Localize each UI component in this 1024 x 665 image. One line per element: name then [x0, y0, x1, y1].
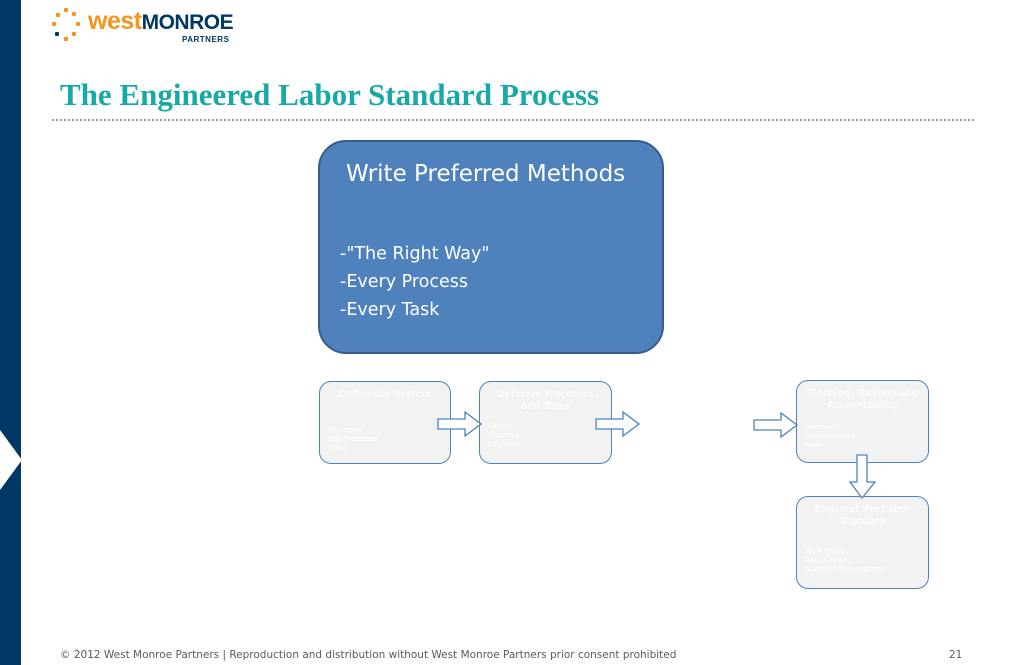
preferred-methods-box: Write Preferred Methods -"The Right Way"…	[318, 140, 664, 354]
bullet-every-process: -Every Process	[340, 272, 468, 292]
logo-dots-icon	[52, 8, 82, 42]
step-items: Processes Sub-Processes Tasks	[805, 423, 855, 450]
step-item: Safety	[488, 422, 511, 430]
step-item: Data Capture	[805, 556, 852, 564]
arrow-down-icon	[849, 454, 877, 500]
page-number: 21	[949, 649, 963, 661]
step-title: Engineer the Labor Standard	[814, 504, 911, 527]
step-item: Processes	[805, 423, 840, 431]
step-title: Define the System	[338, 389, 432, 400]
step-define-system: Define the System Processes Sub-Processe…	[319, 381, 451, 464]
step-item: Work Study	[805, 547, 846, 555]
arrow-right-icon	[595, 411, 641, 437]
step-optimize-processes: Optimize Processes and Tasks Safety Accu…	[479, 381, 612, 464]
step-item: Tasks	[805, 441, 824, 449]
left-sidebar-bar	[0, 0, 21, 665]
step-item: Processes	[328, 426, 363, 434]
step-items: Work Study Data Capture Standard Develop…	[805, 547, 886, 574]
slide-title: The Engineered Labor Standard Process	[60, 77, 600, 112]
step-item: Sub-Processes	[805, 432, 856, 440]
step-title: Optimize Processes and Tasks	[496, 389, 595, 412]
step-items: Processes Sub-Processes Tasks	[328, 426, 378, 453]
title-divider	[52, 119, 974, 121]
step-item: Efficiency	[488, 440, 522, 448]
sidebar-notch	[0, 430, 22, 490]
preferred-methods-bullets: -"The Right Way" -Every Process -Every T…	[340, 240, 489, 324]
step-title: Teaching, Training and Accountability	[806, 388, 919, 411]
west-monroe-logo: westMONROE PARTNERS	[52, 6, 252, 46]
logo-partners-text: PARTNERS	[182, 35, 230, 44]
step-item: Standard Development	[805, 565, 887, 573]
footer-copyright: © 2012 West Monroe Partners | Reproducti…	[60, 649, 677, 661]
arrow-right-icon	[437, 411, 483, 437]
logo-wordmark: westMONROE	[88, 7, 234, 35]
step-teaching-training: Teaching, Training and Accountability Pr…	[796, 380, 929, 463]
step-item: Tasks	[328, 444, 347, 452]
bullet-right-way: -"The Right Way"	[340, 244, 490, 264]
bullet-every-task: -Every Task	[340, 300, 440, 320]
preferred-methods-heading: Write Preferred Methods	[346, 161, 626, 187]
step-item: Accuracy	[488, 431, 520, 439]
arrow-right-icon	[753, 412, 799, 438]
step-items: Safety Accuracy Efficiency	[488, 422, 522, 449]
step-item: Sub-Processes	[328, 435, 379, 443]
step-engineer-labor-standard: Engineer the Labor Standard Work Study D…	[796, 496, 929, 589]
